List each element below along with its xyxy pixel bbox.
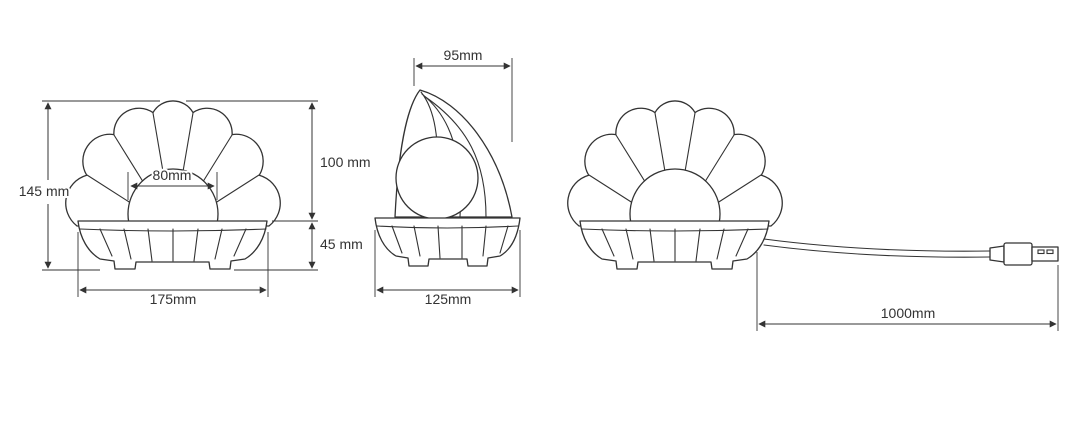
dim-label-lid-depth: 95mm bbox=[444, 47, 483, 63]
dim-overall-height: 145 mm bbox=[17, 100, 160, 271]
dim-label-base-depth: 125mm bbox=[425, 291, 472, 307]
usb-plug bbox=[989, 242, 1059, 266]
usb-contact-hole-1 bbox=[1037, 249, 1045, 255]
dim-label-base-height: 45 mm bbox=[320, 236, 363, 252]
usb-metal-tip bbox=[1031, 246, 1059, 262]
dim-overall-width: 175mm bbox=[77, 232, 269, 309]
dim-label-overall-height: 145 mm bbox=[19, 183, 70, 199]
dim-shell-height: 100 mm bbox=[186, 100, 373, 222]
front-view: 145 mm 80mm 100 mm 45 mm 175mm bbox=[17, 100, 373, 309]
pearl-side bbox=[395, 136, 479, 220]
shell-lamp-front bbox=[65, 100, 281, 270]
dim-label-overall-width: 175mm bbox=[150, 291, 197, 307]
dim-base-depth: 125mm bbox=[374, 230, 521, 309]
dim-cable-length: 1000mm bbox=[756, 252, 1059, 331]
dim-pearl-diameter: 80mm bbox=[127, 165, 218, 200]
dim-label-shell-height: 100 mm bbox=[320, 154, 371, 170]
dim-label-cable-length: 1000mm bbox=[881, 305, 935, 321]
base-outline-side bbox=[374, 217, 521, 267]
usb-strain-relief bbox=[989, 245, 1005, 263]
usb-plug-body bbox=[1003, 242, 1033, 266]
usb-contact-hole-2 bbox=[1046, 249, 1054, 255]
dim-base-height: 45 mm bbox=[234, 222, 365, 271]
shell-lamp-front-right bbox=[567, 100, 783, 270]
front-view-with-cable: 1000mm bbox=[567, 100, 1059, 331]
usb-cable bbox=[763, 238, 991, 258]
dim-label-pearl-diameter: 80mm bbox=[153, 167, 192, 183]
base-ribs-side bbox=[391, 225, 509, 259]
side-view: 95mm 125mm bbox=[374, 45, 521, 309]
dim-lid-depth: 95mm bbox=[413, 45, 513, 142]
